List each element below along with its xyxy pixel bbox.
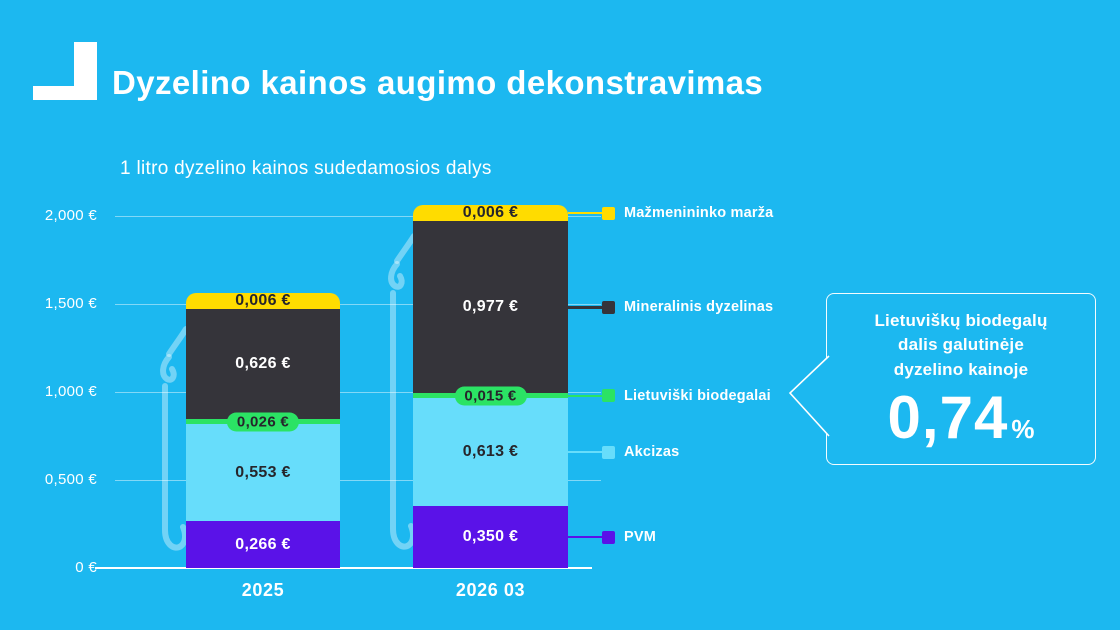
bar-segment-mineralinis[interactable] — [413, 221, 568, 393]
fuel-nozzle-icon — [388, 233, 417, 550]
legend-connector-akcizas — [568, 451, 602, 453]
legend-label-marza: Mažmenininko marža — [624, 205, 774, 221]
callout-value: 0,74 — [887, 383, 1009, 451]
fuel-nozzle-icon — [160, 326, 189, 551]
gridline — [115, 303, 601, 305]
legend-connector-marza — [568, 212, 602, 214]
legend-swatch-akcizas — [602, 445, 615, 459]
y-axis-tick-label: 1,000 € — [44, 383, 97, 400]
callout-text-line: dyzelino kainoje — [893, 359, 1029, 379]
legend-connector-pvm — [568, 536, 602, 538]
legend-label-akcizas: Akcizas — [624, 444, 680, 460]
bar-segment-akcizas[interactable] — [186, 424, 340, 521]
bar-segment-pvm[interactable] — [413, 506, 568, 568]
callout-text-line: Lietuviškų biodegalų — [874, 311, 1048, 331]
x-category-label: 2025 — [241, 580, 285, 600]
legend-swatch-marza — [602, 206, 615, 220]
legend-connector-mineralinis — [568, 306, 602, 309]
legend-swatch-pvm — [602, 530, 615, 544]
x-category-label: 2026 03 — [455, 580, 526, 600]
y-axis-tick-label: 0 € — [75, 559, 97, 576]
legend-label-biodegalai: Lietuviški biodegalai — [624, 387, 771, 404]
bar-segment-marza[interactable] — [413, 205, 568, 221]
bar-segment-biodegalai[interactable] — [186, 419, 340, 424]
y-axis-tick-label: 1,500 € — [44, 295, 97, 312]
callout-arrow-icon — [788, 355, 830, 437]
gridline — [115, 215, 601, 217]
callout-percent-sign: % — [1011, 413, 1035, 444]
corner-bracket-logo-icon — [33, 42, 97, 100]
legend-swatch-mineralinis — [602, 300, 615, 314]
legend-label-mineralinis: Mineralinis dyzelinas — [624, 299, 774, 315]
gridline — [115, 391, 601, 393]
callout-text-line: dalis galutinėje — [897, 335, 1024, 355]
y-axis-tick-label: 2,000 € — [44, 207, 97, 224]
legend-swatch-biodegalai — [602, 389, 615, 402]
legend-label-pvm: PVM — [624, 529, 657, 545]
gridline — [115, 479, 601, 481]
callout-box: Lietuviškų biodegalų dalis galutinėje dy… — [826, 293, 1096, 465]
bar-segment-biodegalai[interactable] — [413, 393, 568, 398]
bar-segment-pvm[interactable] — [186, 521, 340, 568]
callout-value-row: 0,74% — [888, 386, 1035, 449]
bar-segment-marza[interactable] — [186, 293, 340, 309]
page-title: Dyzelino kainos augimo dekonstravimas — [112, 64, 764, 101]
y-axis-tick-label: 0,500 € — [44, 471, 97, 488]
bar-segment-akcizas[interactable] — [413, 398, 568, 506]
x-axis-line — [95, 567, 592, 569]
legend-connector-biodegalai — [568, 394, 602, 397]
chart-subtitle: 1 litro dyzelino kainos sudedamosios dal… — [120, 158, 492, 179]
bar-segment-mineralinis[interactable] — [186, 309, 340, 419]
